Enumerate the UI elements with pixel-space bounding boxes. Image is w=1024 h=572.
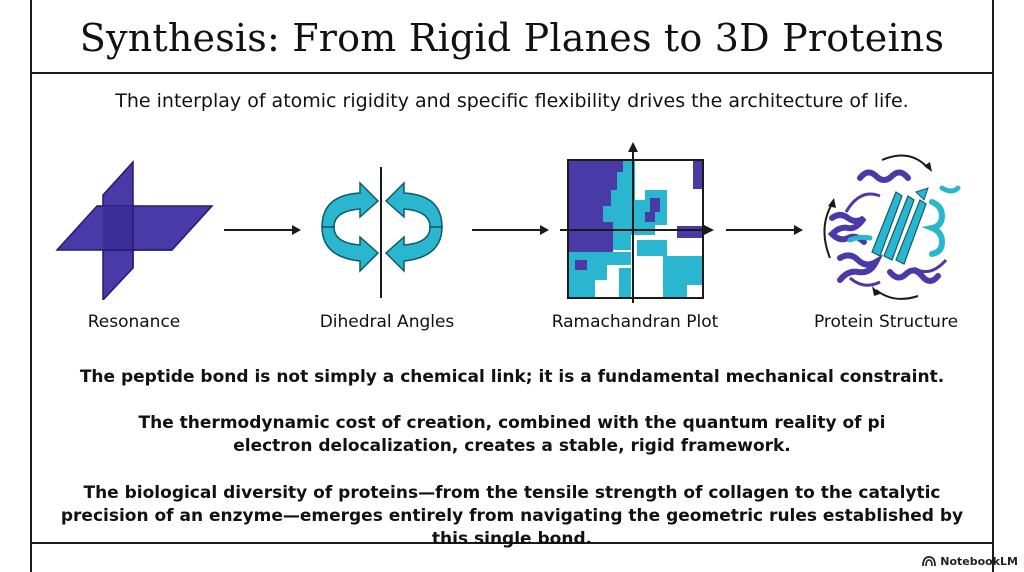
- summary-paragraph: The thermodynamic cost of creation, comb…: [138, 413, 886, 456]
- stage-label-dihedral: Dihedral Angles: [319, 312, 455, 332]
- arrow-right-icon: [726, 225, 803, 235]
- stage-label-protein: Protein Structure: [813, 312, 959, 332]
- page-subtitle: The interplay of atomic rigidity and spe…: [115, 90, 909, 112]
- notebooklm-logo-icon: [922, 556, 937, 567]
- rotation-arrows-icon: [321, 167, 443, 298]
- summary-paragraph: The peptide bond is not simply a chemica…: [79, 367, 945, 387]
- right-border: [992, 0, 994, 572]
- bottom-divider: [30, 542, 994, 544]
- stage-label-resonance: Resonance: [87, 312, 181, 332]
- left-border: [30, 0, 32, 572]
- brand-label: NotebookLM: [940, 555, 1018, 568]
- arrow-right-icon: [224, 225, 301, 235]
- title-divider: [30, 72, 994, 74]
- ramachandran-plot-icon: [560, 142, 714, 303]
- resonance-planes-icon: [55, 160, 214, 300]
- stage-label-ramachandran: Ramachandran Plot: [551, 312, 719, 332]
- summary-paragraph: The biological diversity of proteins—fro…: [60, 483, 964, 549]
- protein-ribbon-icon: [823, 154, 961, 300]
- arrow-right-icon: [472, 225, 549, 235]
- brand-watermark: NotebookLM: [922, 555, 1018, 568]
- page-title: Synthesis: From Rigid Planes to 3D Prote…: [79, 16, 945, 60]
